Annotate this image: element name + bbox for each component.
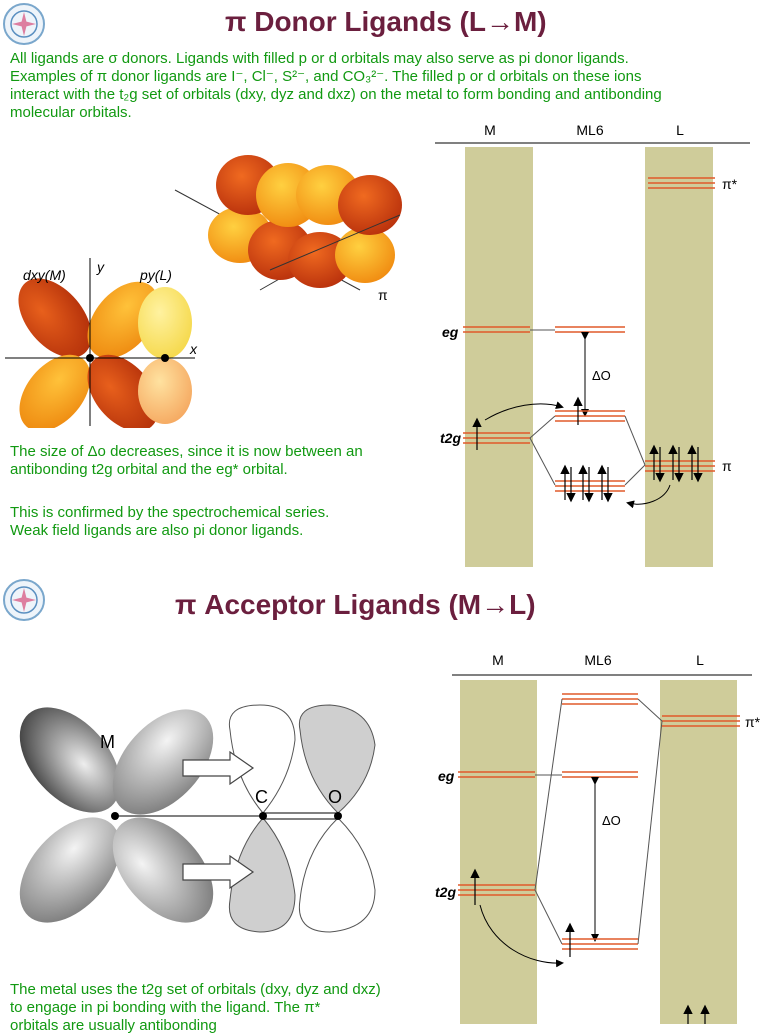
column-ml6-label-2: ML6 [584, 652, 611, 668]
eg-label: eg [442, 324, 459, 340]
dxy-py-overlap-illustration: dxy(M) y py(L) x [5, 258, 198, 428]
column-m-label: M [484, 122, 496, 138]
column-l-label-2: L [696, 652, 704, 668]
donor-intro: All ligands are σ donors. Ligands with f… [10, 50, 760, 122]
t2g-label: t2g [440, 430, 461, 446]
complex-t2g-bonding-level [562, 938, 638, 950]
acceptor-note-line-2: to engage in pi bonding with the ligand.… [10, 999, 321, 1016]
donor-mo-diagram: M ML6 L π* eg ΔO t2g π [435, 122, 750, 567]
pi-bond-label: π [378, 287, 388, 303]
pi-star-level [648, 177, 715, 189]
complex-bonding-level [555, 480, 625, 492]
acceptor-note-line-3: orbitals are usually antibonding [10, 1017, 217, 1034]
column-l-label: L [676, 122, 684, 138]
ligand-band [645, 147, 713, 567]
spectro-note-line-2: Weak field ligands are also pi donor lig… [10, 522, 304, 539]
t2g-label-2: t2g [435, 884, 456, 900]
pi-label: π [722, 458, 732, 474]
y-axis-label: y [96, 259, 105, 275]
donor-title: π Donor Ligands (L→M) [225, 6, 547, 37]
x-axis-label: x [189, 341, 198, 357]
intro-line-2: Examples of π donor ligands are I⁻, Cl⁻,… [10, 68, 642, 85]
delta-note: The size of Δo decreases, since it is no… [10, 443, 420, 479]
delta-o-label: ΔO [592, 368, 611, 383]
delta-o-label-2: ΔO [602, 813, 621, 828]
institution-logo [3, 3, 45, 45]
oxygen-label: O [328, 787, 342, 807]
metal-band [465, 147, 533, 567]
py-label: py(L) [139, 267, 172, 283]
ligand-pi-level [645, 460, 715, 472]
intro-line-3: interact with the t₂g set of orbitals (d… [10, 86, 662, 103]
ligand-band-2 [660, 680, 737, 1024]
acceptor-note-line-1: The metal uses the t2g set of orbitals (… [10, 981, 381, 998]
delta-note-line-2: antibonding t2g orbital and the eg* orbi… [10, 461, 288, 478]
metal-eg-level-2 [458, 771, 535, 778]
m-co-backbonding-illustration: M C O [19, 704, 376, 933]
column-ml6-label: ML6 [576, 122, 603, 138]
complex-pi-star-level [562, 693, 638, 705]
metal-band-2 [460, 680, 537, 1024]
intro-line-4: molecular orbitals. [10, 104, 132, 121]
metal-t2g-level-2 [458, 884, 535, 896]
complex-eg-level [555, 326, 625, 333]
metal-eg-level [463, 326, 530, 333]
acceptor-mo-diagram: M ML6 L π* eg ΔO t2g [435, 652, 761, 1024]
carbon-label: C [255, 787, 268, 807]
pi-star-label: π* [722, 176, 738, 192]
pi-star-label-2: π* [745, 714, 761, 730]
metal-t2g-level [463, 432, 530, 444]
metal-label: M [100, 732, 115, 752]
column-m-label-2: M [492, 652, 504, 668]
eg-label-2: eg [438, 768, 455, 784]
complex-t2g-antibonding-level [555, 410, 625, 422]
donation-arrow-top [182, 750, 255, 786]
electron-pair-arrows [560, 444, 703, 503]
ligand-pi-star-level [662, 715, 740, 727]
acceptor-note: The metal uses the t2g set of orbitals (… [10, 981, 425, 1035]
pi-overlap-3d-illustration: π [174, 155, 402, 303]
spectro-note-line-1: This is confirmed by the spectrochemical… [10, 504, 330, 521]
donation-arrow-bottom [182, 854, 255, 890]
spectrochemical-note: This is confirmed by the spectrochemical… [10, 504, 420, 540]
institution-logo-2 [3, 579, 45, 621]
complex-eg-level-2 [562, 771, 638, 778]
dxy-label: dxy(M) [23, 267, 66, 283]
intro-line-1: All ligands are σ donors. Ligands with f… [10, 50, 629, 67]
acceptor-title: π Acceptor Ligands (M→L) [175, 589, 536, 620]
delta-note-line-1: The size of Δo decreases, since it is no… [10, 443, 363, 460]
ligand-electron-arrows [683, 1004, 710, 1024]
